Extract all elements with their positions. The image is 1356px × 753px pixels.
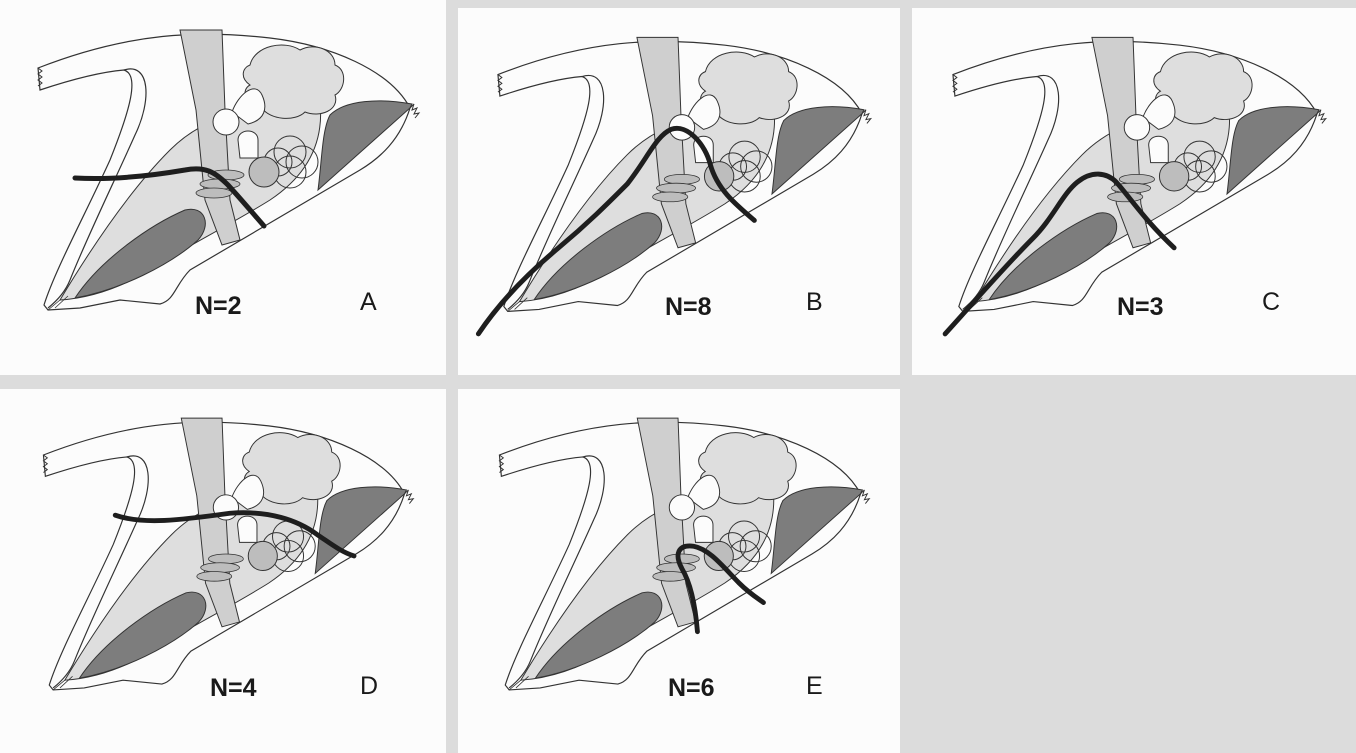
count-label: N=6 (668, 674, 715, 703)
panel-a: N=2 A (0, 0, 446, 375)
panel-c: N=3 C (912, 8, 1356, 375)
count-label: N=8 (665, 293, 712, 322)
panel-b: N=8 B (458, 8, 900, 375)
panel-letter: C (1262, 288, 1280, 317)
count-label: N=3 (1117, 293, 1164, 322)
panel-letter: A (360, 288, 377, 317)
panel-letter: E (806, 672, 823, 701)
panel-letter: B (806, 288, 823, 317)
panel-e: N=6 E (458, 389, 900, 753)
panel-letter: D (360, 672, 378, 701)
empty-panel (912, 389, 1356, 753)
count-label: N=2 (195, 292, 242, 321)
panel-d: N=4 D (0, 389, 446, 753)
count-label: N=4 (210, 674, 257, 703)
